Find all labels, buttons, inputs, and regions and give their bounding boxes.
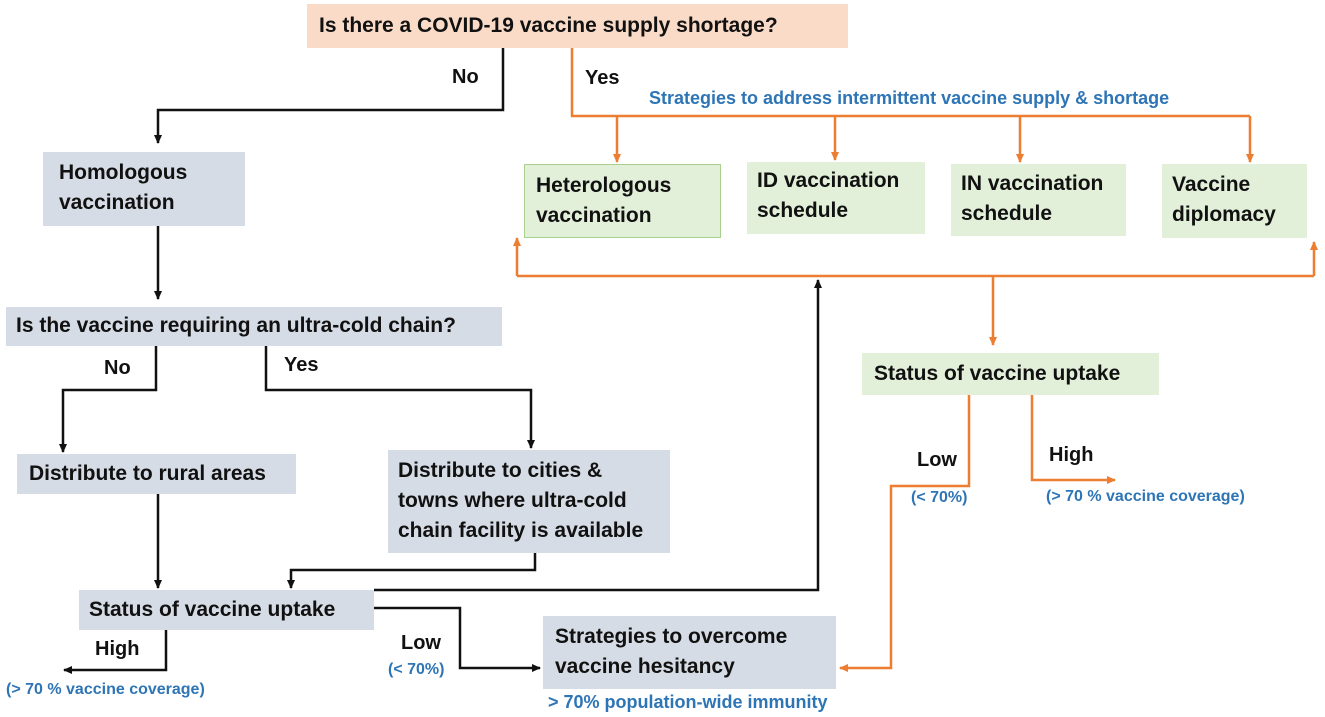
label-low-right: Low xyxy=(917,449,957,471)
arrow-no-to-homologous xyxy=(154,48,505,144)
diplomacy-box: Vaccine diplomacy xyxy=(1162,164,1307,238)
rural-box: Distribute to rural areas xyxy=(17,454,296,494)
cold-chain-question-text: Is the vaccine requiring an ultra-cold c… xyxy=(16,314,456,337)
label-yes-cold: Yes xyxy=(284,354,319,376)
strategies-header: Strategies to address intermittent vacci… xyxy=(649,88,1170,108)
homologous-text: Homologous vaccination xyxy=(59,161,188,214)
arrow-uptake-high xyxy=(63,630,168,674)
arrow-uptake-low-to-hesitancy xyxy=(374,606,541,672)
uptake-left-box: Status of vaccine uptake xyxy=(79,590,374,630)
cold-chain-question-box: Is the vaccine requiring an ultra-cold c… xyxy=(6,307,502,346)
in-schedule-text: IN vaccination schedule xyxy=(961,172,1104,225)
hesitancy-box: Strategies to overcome vaccine hesitancy xyxy=(543,616,836,689)
label-high-right: High xyxy=(1049,444,1094,466)
cities-box: Distribute to cities & towns where ultra… xyxy=(388,450,670,553)
uptake-right-box: Status of vaccine uptake xyxy=(862,353,1159,395)
label-low-left: Low xyxy=(401,632,441,654)
arrow-no-to-rural xyxy=(59,346,158,453)
lt70-left: (< 70%) xyxy=(388,661,445,678)
arrow-uptake-right-high xyxy=(1030,395,1116,484)
id-schedule-text: ID vaccination schedule xyxy=(757,169,900,222)
heterologous-text: Heterologous vaccination xyxy=(536,174,672,227)
arrow-yes-branch xyxy=(570,48,1250,118)
coverage-right: (> 70 % vaccine coverage) xyxy=(1046,488,1245,505)
arrow-cities-to-uptake xyxy=(287,553,537,589)
arrow-uptake-right-low xyxy=(839,395,971,672)
label-high-left: High xyxy=(95,638,140,660)
cities-text: Distribute to cities & towns where ultra… xyxy=(398,459,644,542)
lt70-right: (< 70%) xyxy=(911,489,968,506)
shortage-question-box: Is there a COVID-19 vaccine supply short… xyxy=(307,4,848,48)
diplomacy-text: Vaccine diplomacy xyxy=(1172,173,1276,226)
heterologous-box: Heterologous vaccination xyxy=(524,164,721,238)
in-schedule-box: IN vaccination schedule xyxy=(951,164,1126,236)
uptake-right-text: Status of vaccine uptake xyxy=(874,362,1121,385)
homologous-box: Homologous vaccination xyxy=(43,152,245,226)
label-no-cold: No xyxy=(104,357,131,379)
coverage-left: (> 70 % vaccine coverage) xyxy=(6,681,205,698)
shortage-question-text: Is there a COVID-19 vaccine supply short… xyxy=(319,14,778,37)
arrow-uptake-to-strategies xyxy=(374,279,822,592)
label-no-shortage: No xyxy=(452,66,479,88)
id-schedule-box: ID vaccination schedule xyxy=(747,162,925,234)
immunity-label: > 70% population-wide immunity xyxy=(548,692,828,712)
label-yes-shortage: Yes xyxy=(585,67,620,89)
uptake-left-text: Status of vaccine uptake xyxy=(89,598,336,621)
hesitancy-text: Strategies to overcome vaccine hesitancy xyxy=(555,625,788,678)
rural-text: Distribute to rural areas xyxy=(29,462,266,485)
arrow-yes-to-cities xyxy=(264,346,535,449)
